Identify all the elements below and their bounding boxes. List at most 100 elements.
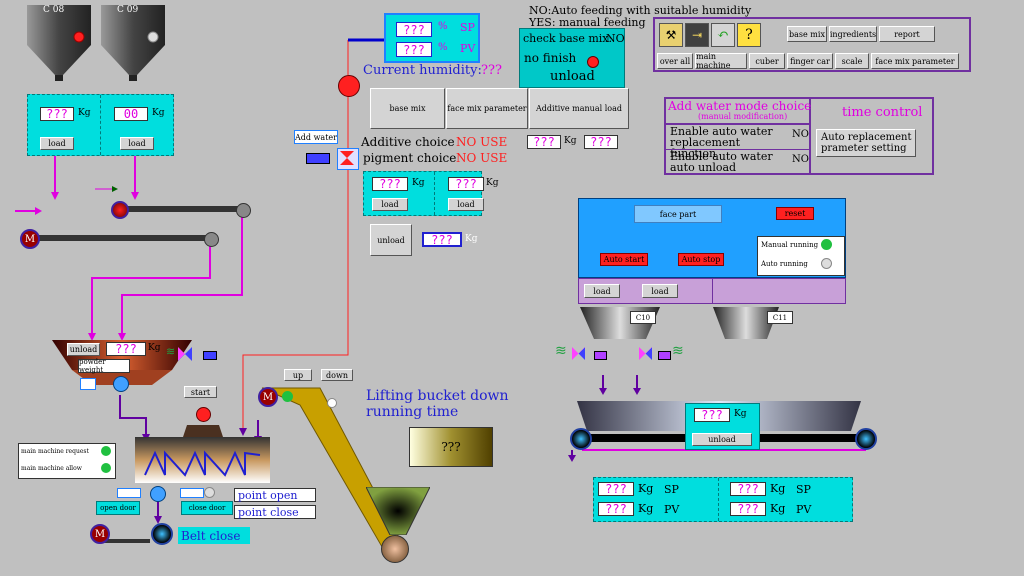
water-sp-unit: % <box>438 21 448 32</box>
help-icon[interactable]: ? <box>737 23 761 47</box>
lift-up-button[interactable]: up <box>284 369 312 381</box>
belt-motor-2[interactable]: M <box>20 229 40 249</box>
water-valve-icon[interactable] <box>337 148 359 170</box>
exit-icon[interactable]: ⇥ <box>685 23 709 47</box>
left-pv-value[interactable]: ??? <box>598 502 634 516</box>
auto-start-button[interactable]: Auto start <box>600 253 648 266</box>
right-pv-label: PV <box>796 503 812 516</box>
additive-manual-load-button[interactable]: Additive manual load <box>529 88 629 129</box>
belt-motor-1[interactable] <box>111 201 129 219</box>
water-pv-unit: % <box>438 42 448 53</box>
powder-weight-label: powder weight <box>78 358 130 374</box>
water-sp-value[interactable]: ??? <box>396 22 432 37</box>
add-water-button[interactable]: Add water <box>294 130 338 144</box>
additive-choice-value[interactable]: NO USE <box>456 135 508 149</box>
pigment-left-load-button[interactable]: load <box>372 198 408 211</box>
c11-label: C11 <box>767 311 793 324</box>
toolbar-ingredients-button[interactable]: ingredients <box>829 26 877 42</box>
start-button[interactable]: start <box>184 386 217 398</box>
face-belt-unload-button[interactable]: unload <box>692 433 752 446</box>
auto-stop-button[interactable]: Auto stop <box>678 253 724 266</box>
lift-stop-indicator-icon <box>327 398 337 408</box>
weigh-left-value[interactable]: ??? <box>40 107 74 121</box>
hopper-valve-box-icon <box>203 351 217 360</box>
flow-valve-icon <box>113 376 129 392</box>
face-belt-weigh: ??? Kg unload <box>685 403 760 450</box>
main-machine-icon <box>135 425 270 483</box>
weigh-right-value[interactable]: 00 <box>114 107 148 121</box>
face-belt-value[interactable]: ??? <box>694 408 730 422</box>
mode-title: Add water mode choice <box>668 99 812 113</box>
right-sp-unit: Kg <box>770 482 786 495</box>
water-sp-label: SP <box>460 21 475 34</box>
lift-motor[interactable]: M <box>258 387 278 407</box>
belt-pulley-2 <box>204 232 219 247</box>
toolbar-finger-car-button[interactable]: finger car <box>787 53 833 69</box>
hopper-valve-icon[interactable] <box>178 347 192 361</box>
toolbar-over-all-button[interactable]: over all <box>657 53 693 69</box>
right-sp-value[interactable]: ??? <box>730 482 766 496</box>
back-icon[interactable]: ↶ <box>711 23 735 47</box>
auto-unload-value[interactable]: NO <box>792 154 809 165</box>
pigment-choice-value[interactable]: NO USE <box>456 151 508 165</box>
left-pv-label: PV <box>664 503 680 516</box>
reset-button[interactable]: reset <box>776 207 814 220</box>
weigh-left-load-button[interactable]: load <box>40 137 74 150</box>
pigment-right-load-button[interactable]: load <box>448 198 484 211</box>
toolbar-main-machine-button[interactable]: main machine <box>695 52 747 70</box>
pigment-right-unit: Kg <box>486 178 499 188</box>
lift-running-time-value: ??? <box>409 427 493 467</box>
toolbar-panel: ⚒ ⇥ ↶ ? base mix ingredients report over… <box>653 17 971 72</box>
face-mix-parameter-button[interactable]: face mix parameter <box>446 88 528 129</box>
divider <box>434 172 436 215</box>
operator-icon[interactable]: ⚒ <box>659 23 683 47</box>
running-status: Manual running Auto running <box>757 236 845 276</box>
hopper-value[interactable]: ??? <box>106 342 146 356</box>
sensor-icon <box>80 378 96 390</box>
lift-down-button[interactable]: down <box>321 369 353 381</box>
pigment-left-value[interactable]: ??? <box>372 177 408 191</box>
weigh-left-unit: Kg <box>78 108 91 118</box>
c10-valve-icon[interactable] <box>572 347 585 360</box>
toolbar-scale-button[interactable]: scale <box>835 53 869 69</box>
hopper-unload-button[interactable]: unload <box>67 343 100 356</box>
close-door-button[interactable]: close door <box>181 501 233 515</box>
weigh-right-load-button[interactable]: load <box>120 137 154 150</box>
bottom-belt-pulley <box>151 523 173 545</box>
point-close-button[interactable]: point close <box>234 505 316 519</box>
door-valve-icon <box>150 486 166 502</box>
toolbar-cuber-button[interactable]: cuber <box>749 53 785 69</box>
toolbar-face-mix-parameter-button[interactable]: face mix parameter <box>871 53 959 69</box>
additive-value-1[interactable]: ??? <box>527 135 561 149</box>
lift-run-indicator-icon <box>282 391 293 402</box>
open-door-button[interactable]: open door <box>96 501 140 515</box>
additive-value-2[interactable]: ??? <box>584 135 618 149</box>
pigment-left-unit: Kg <box>412 178 425 188</box>
face-load-1-button[interactable]: load <box>584 284 620 298</box>
water-pv-value[interactable]: ??? <box>396 42 432 57</box>
c11-valve-box-icon <box>658 351 671 360</box>
pigment-unload-value[interactable]: ??? <box>422 232 462 247</box>
point-open-button[interactable]: point open <box>234 488 316 502</box>
pigment-right-value[interactable]: ??? <box>448 177 484 191</box>
base-mix-button[interactable]: base mix <box>370 88 445 129</box>
main-machine-request-label: main machine request <box>21 448 89 455</box>
time-control-label: time control <box>842 105 923 120</box>
auto-water-value[interactable]: NO <box>792 129 809 140</box>
bottom-belt-motor[interactable]: M <box>90 524 110 544</box>
belt-close-button[interactable]: Belt close <box>178 527 250 544</box>
face-load-2-button[interactable]: load <box>642 284 678 298</box>
c11-valve-icon[interactable] <box>639 347 652 360</box>
auto-replacement-button[interactable]: Auto replacement prameter setting <box>816 129 916 157</box>
humidity-indicator-icon <box>338 75 360 97</box>
toolbar-report-button[interactable]: report <box>879 26 935 42</box>
right-pv-value[interactable]: ??? <box>730 502 766 516</box>
toolbar-base-mix-button[interactable]: base mix <box>787 26 827 42</box>
left-sp-value[interactable]: ??? <box>598 482 634 496</box>
door-sensor-2-icon <box>180 488 204 498</box>
additive-choice-label: Additive choice <box>361 135 455 149</box>
pigment-unload-button[interactable]: unload <box>370 224 412 256</box>
silo-c08: C 08 <box>27 5 91 83</box>
unload-label[interactable]: unload <box>550 69 595 84</box>
